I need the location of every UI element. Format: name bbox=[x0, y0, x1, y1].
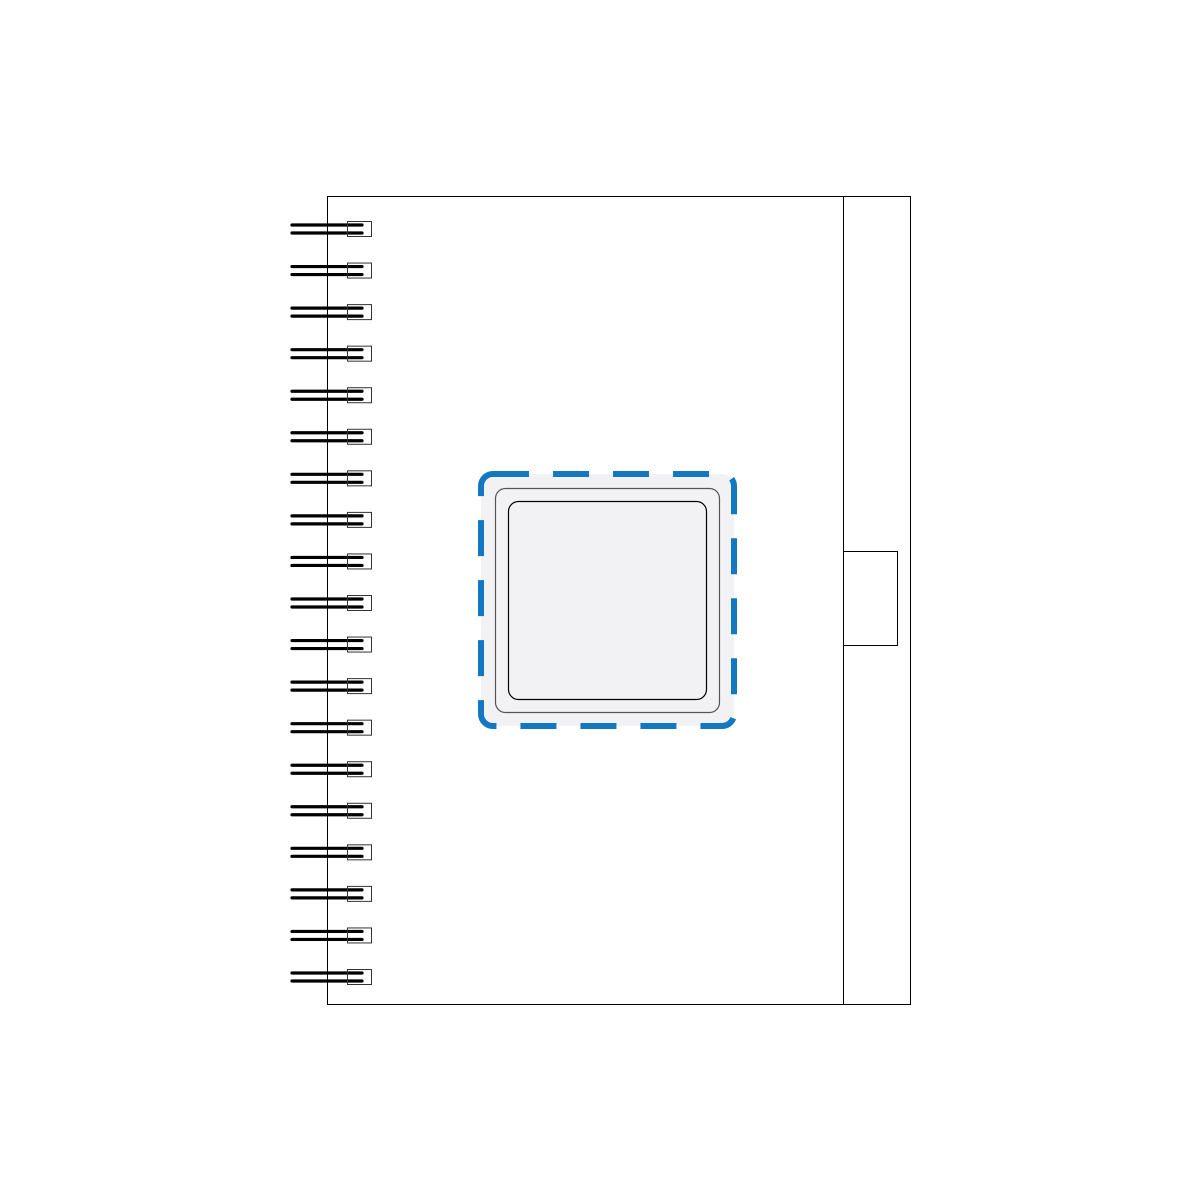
ring-hole bbox=[347, 636, 372, 653]
ring-hole bbox=[347, 345, 372, 362]
ring-hole bbox=[347, 428, 372, 445]
placeholder-outer-frame bbox=[494, 487, 721, 714]
spiral-ring bbox=[290, 678, 372, 695]
spiral-ring bbox=[290, 885, 372, 902]
ring-hole bbox=[347, 969, 372, 985]
spiral-ring bbox=[290, 802, 372, 819]
ring-hole bbox=[347, 595, 372, 611]
spiral-ring bbox=[290, 636, 372, 653]
ring-hole bbox=[347, 387, 372, 404]
ring-hole bbox=[347, 927, 372, 944]
ring-hole bbox=[347, 885, 372, 902]
spiral-ring bbox=[290, 553, 372, 570]
spiral-ring bbox=[290, 761, 372, 778]
spiral-ring bbox=[290, 595, 372, 611]
spiral-binding bbox=[290, 221, 372, 985]
spiral-ring bbox=[290, 387, 372, 404]
ring-hole bbox=[347, 761, 372, 778]
spiral-ring bbox=[290, 844, 372, 861]
ring-hole bbox=[347, 844, 372, 861]
spiral-ring bbox=[290, 221, 372, 237]
placeholder-inner-frame bbox=[507, 500, 708, 701]
spiral-ring bbox=[290, 927, 372, 944]
spiral-ring bbox=[290, 345, 372, 362]
ring-hole bbox=[347, 678, 372, 695]
ring-hole bbox=[347, 802, 372, 819]
ring-hole bbox=[347, 470, 372, 487]
ring-hole bbox=[347, 719, 372, 736]
ring-hole bbox=[347, 304, 372, 321]
spiral-ring bbox=[290, 470, 372, 487]
ring-hole bbox=[347, 511, 372, 528]
notebook-tab bbox=[843, 551, 898, 646]
spiral-ring bbox=[290, 428, 372, 445]
ring-hole bbox=[347, 262, 372, 279]
spiral-ring bbox=[290, 262, 372, 279]
spiral-ring bbox=[290, 719, 372, 736]
spiral-ring bbox=[290, 969, 372, 985]
spiral-ring bbox=[290, 511, 372, 528]
spiral-ring bbox=[290, 304, 372, 321]
image-placeholder[interactable] bbox=[478, 471, 737, 729]
selection-dashed-border[interactable] bbox=[478, 471, 737, 729]
ring-hole bbox=[347, 221, 372, 237]
ring-hole bbox=[347, 553, 372, 570]
